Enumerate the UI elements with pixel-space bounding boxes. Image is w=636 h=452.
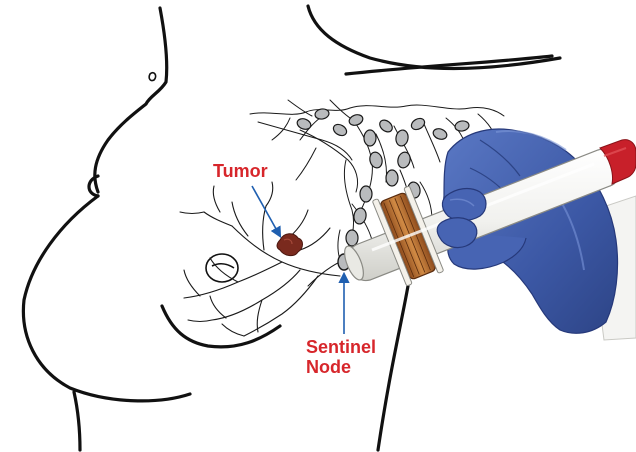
tumor-label: Tumor bbox=[213, 161, 268, 181]
torso-left-edge bbox=[74, 392, 80, 450]
sentinel-node-label: Sentinel Node bbox=[306, 337, 376, 377]
sentinel-node-label-line1: Sentinel bbox=[306, 337, 376, 357]
nipple-detail bbox=[149, 73, 155, 81]
sentinel-node-label-line2: Node bbox=[306, 357, 376, 377]
tumor-arrow bbox=[252, 186, 280, 236]
nipple-areola bbox=[206, 254, 238, 282]
torso-right-edge bbox=[378, 286, 408, 450]
neck-left-contour bbox=[95, 8, 167, 192]
tumor-icon bbox=[277, 234, 303, 256]
mammary-duct-branches bbox=[180, 182, 340, 336]
breast-outer-contour bbox=[23, 196, 190, 401]
